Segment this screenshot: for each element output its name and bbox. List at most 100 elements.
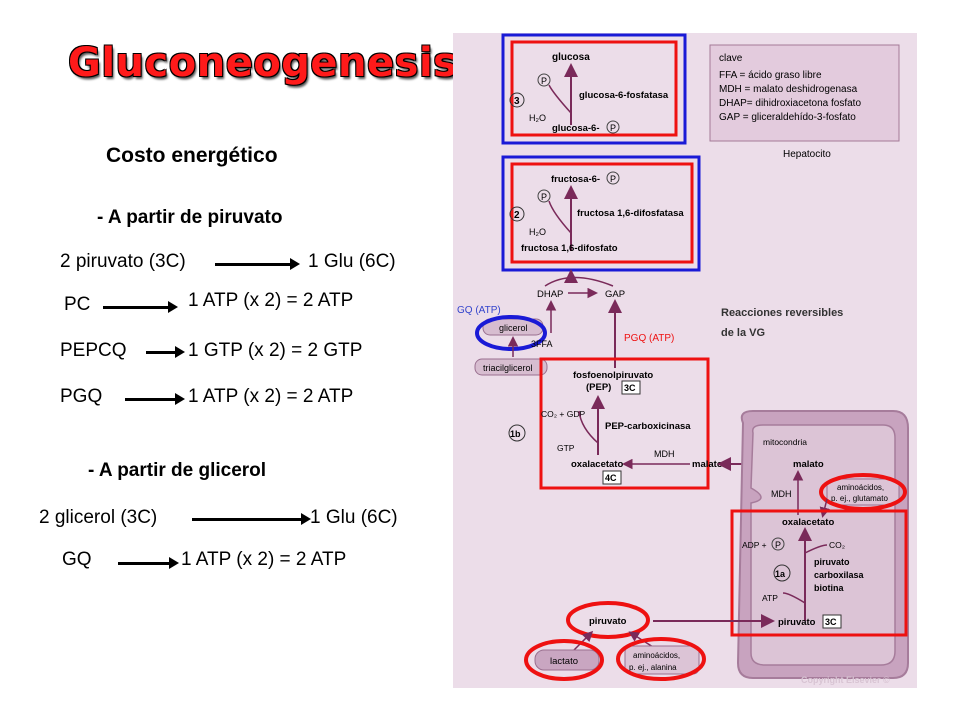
atp-label: ATP	[762, 593, 778, 603]
hepatocyte-label: Hepatocito	[783, 149, 831, 160]
red-highlight-box	[510, 162, 694, 264]
enzyme-label: PEP-carboxicinasa	[605, 421, 691, 432]
phosphate-label: P	[610, 123, 616, 133]
amino-label: aminoácidos,	[633, 651, 680, 660]
water-label: H₂O	[529, 227, 546, 237]
section-heading-glicerol: - A partir de glicerol	[88, 460, 267, 481]
subtitle: Costo energético	[106, 144, 278, 167]
carbon-count: 4C	[605, 473, 617, 483]
side-arrow	[578, 410, 599, 444]
reversible-note: de la VG	[721, 327, 765, 339]
page-title: Gluconeogenesis	[68, 40, 458, 86]
pgq-label: PGQ (ATP)	[624, 333, 674, 344]
reaction-arrow	[103, 301, 178, 313]
glucose-label: glucosa	[552, 52, 590, 63]
product-label: fructosa-6-	[551, 174, 600, 185]
gq-label: GQ (ATP)	[457, 305, 501, 316]
reversible-note: Reacciones reversibles	[721, 307, 843, 319]
tag-label: triacilglicerol	[483, 363, 533, 373]
substrate-label: fructosa 1,6-difosfato	[521, 243, 618, 254]
enzyme-label: fructosa 1,6-difosfatasa	[577, 208, 684, 219]
mito-oaa-label: oxalacetato	[782, 517, 834, 528]
key-title: clave	[719, 53, 743, 64]
step-number: 1a	[775, 569, 786, 579]
mito-mdh-label: MDH	[771, 489, 792, 499]
enzyme-label: biotina	[814, 583, 844, 593]
phosphate-circle	[606, 120, 620, 134]
lactate-pill	[534, 649, 600, 671]
merge-arrow	[544, 276, 614, 287]
key-line: DHAP= dihidroxiacetona fosfato	[719, 98, 861, 109]
phosphate-circle	[606, 171, 620, 185]
amino-label: p. ej., glutamato	[831, 494, 888, 503]
blue-highlight-box	[501, 155, 701, 272]
phosphate-label: P	[775, 540, 781, 550]
key-box	[709, 44, 900, 142]
row-right: 1 ATP (x 2) = 2 ATP	[188, 290, 354, 311]
row-right: 1 Glu (6C)	[308, 251, 396, 272]
pep-abbr: (PEP)	[586, 382, 611, 393]
pyruvate-label: piruvato	[589, 616, 627, 627]
red-highlight-circle	[616, 637, 706, 681]
reaction-arrow	[125, 393, 185, 405]
carbon-box	[822, 614, 842, 629]
step-number-circle	[509, 206, 525, 222]
key-line: FFA = ácido graso libre	[719, 70, 822, 81]
reaction-arrow	[192, 513, 311, 525]
copyright-label: Copyright Elsevier ©	[801, 675, 890, 685]
oaa-label: oxalacetato	[571, 459, 623, 470]
glycerol-label: glicerol	[499, 323, 528, 333]
row-right: 1 GTP (x 2) = 2 GTP	[188, 340, 363, 361]
side-arrow	[548, 200, 572, 234]
step-number: 1b	[510, 429, 521, 439]
key-line: GAP = gliceraldehído-3-fosfato	[719, 112, 856, 123]
tag-pill	[474, 358, 548, 376]
row-left: PGQ	[60, 386, 103, 407]
amino-glutamate-box	[826, 478, 900, 506]
mito-pyruvate-label: piruvato	[778, 617, 816, 628]
phosphate-circle	[537, 189, 551, 203]
red-highlight-box	[510, 40, 678, 137]
row-right: 1 ATP (x 2) = 2 ATP	[188, 386, 354, 407]
blue-highlight-circle	[475, 315, 547, 351]
dhap-label: DHAP	[537, 289, 563, 300]
amino-label: aminoácidos,	[837, 483, 884, 492]
gluconeogenesis-pathway-diagram: clave FFA = ácido graso libre MDH = mala…	[453, 33, 917, 688]
red-highlight-box	[539, 357, 710, 490]
gtp-label: GTP	[557, 443, 575, 453]
row-left: 2 piruvato (3C)	[60, 251, 186, 272]
amino-label: p. ej., alanina	[629, 663, 677, 672]
enzyme-label: piruvato	[814, 557, 850, 567]
side-arrow	[804, 544, 828, 554]
lactate-label: lactato	[550, 656, 578, 667]
row-left: 2 glicerol (3C)	[39, 507, 158, 528]
phosphate-circle	[771, 537, 785, 551]
reaction-arrow	[215, 258, 300, 270]
substrate-label: glucosa-6-	[552, 123, 600, 134]
red-highlight-circle	[524, 639, 604, 681]
pep-label: fosfoenolpiruvato	[573, 370, 653, 381]
side-arrow	[782, 592, 806, 604]
row-left: PC	[64, 294, 91, 315]
carbon-box	[602, 470, 622, 485]
ffa-label: 3FFA	[531, 339, 553, 349]
red-highlight-box	[730, 509, 908, 637]
section-heading-piruvato: - A partir de piruvato	[97, 207, 283, 228]
enzyme-label: carboxilasa	[814, 570, 865, 580]
amino-alanine-box	[624, 645, 700, 675]
key-line: MDH = malato deshidrogenasa	[719, 84, 858, 95]
mito-label: mitocondria	[763, 437, 807, 447]
phosphate-label: P	[541, 76, 547, 86]
reaction-arrow	[118, 557, 179, 569]
step-number: 2	[514, 210, 520, 221]
blue-highlight-box	[501, 33, 687, 145]
co2-gdp-label: CO₂ + GDP	[541, 409, 585, 419]
side-arrow	[548, 84, 572, 114]
reaction-arrow	[146, 346, 185, 358]
co2-label: CO₂	[829, 540, 845, 550]
malate-label: malato	[692, 459, 723, 470]
red-highlight-circle	[819, 473, 907, 511]
red-highlight-circle	[566, 601, 650, 639]
water-label: H₂O	[529, 113, 546, 123]
carbon-count: 3C	[624, 383, 636, 393]
